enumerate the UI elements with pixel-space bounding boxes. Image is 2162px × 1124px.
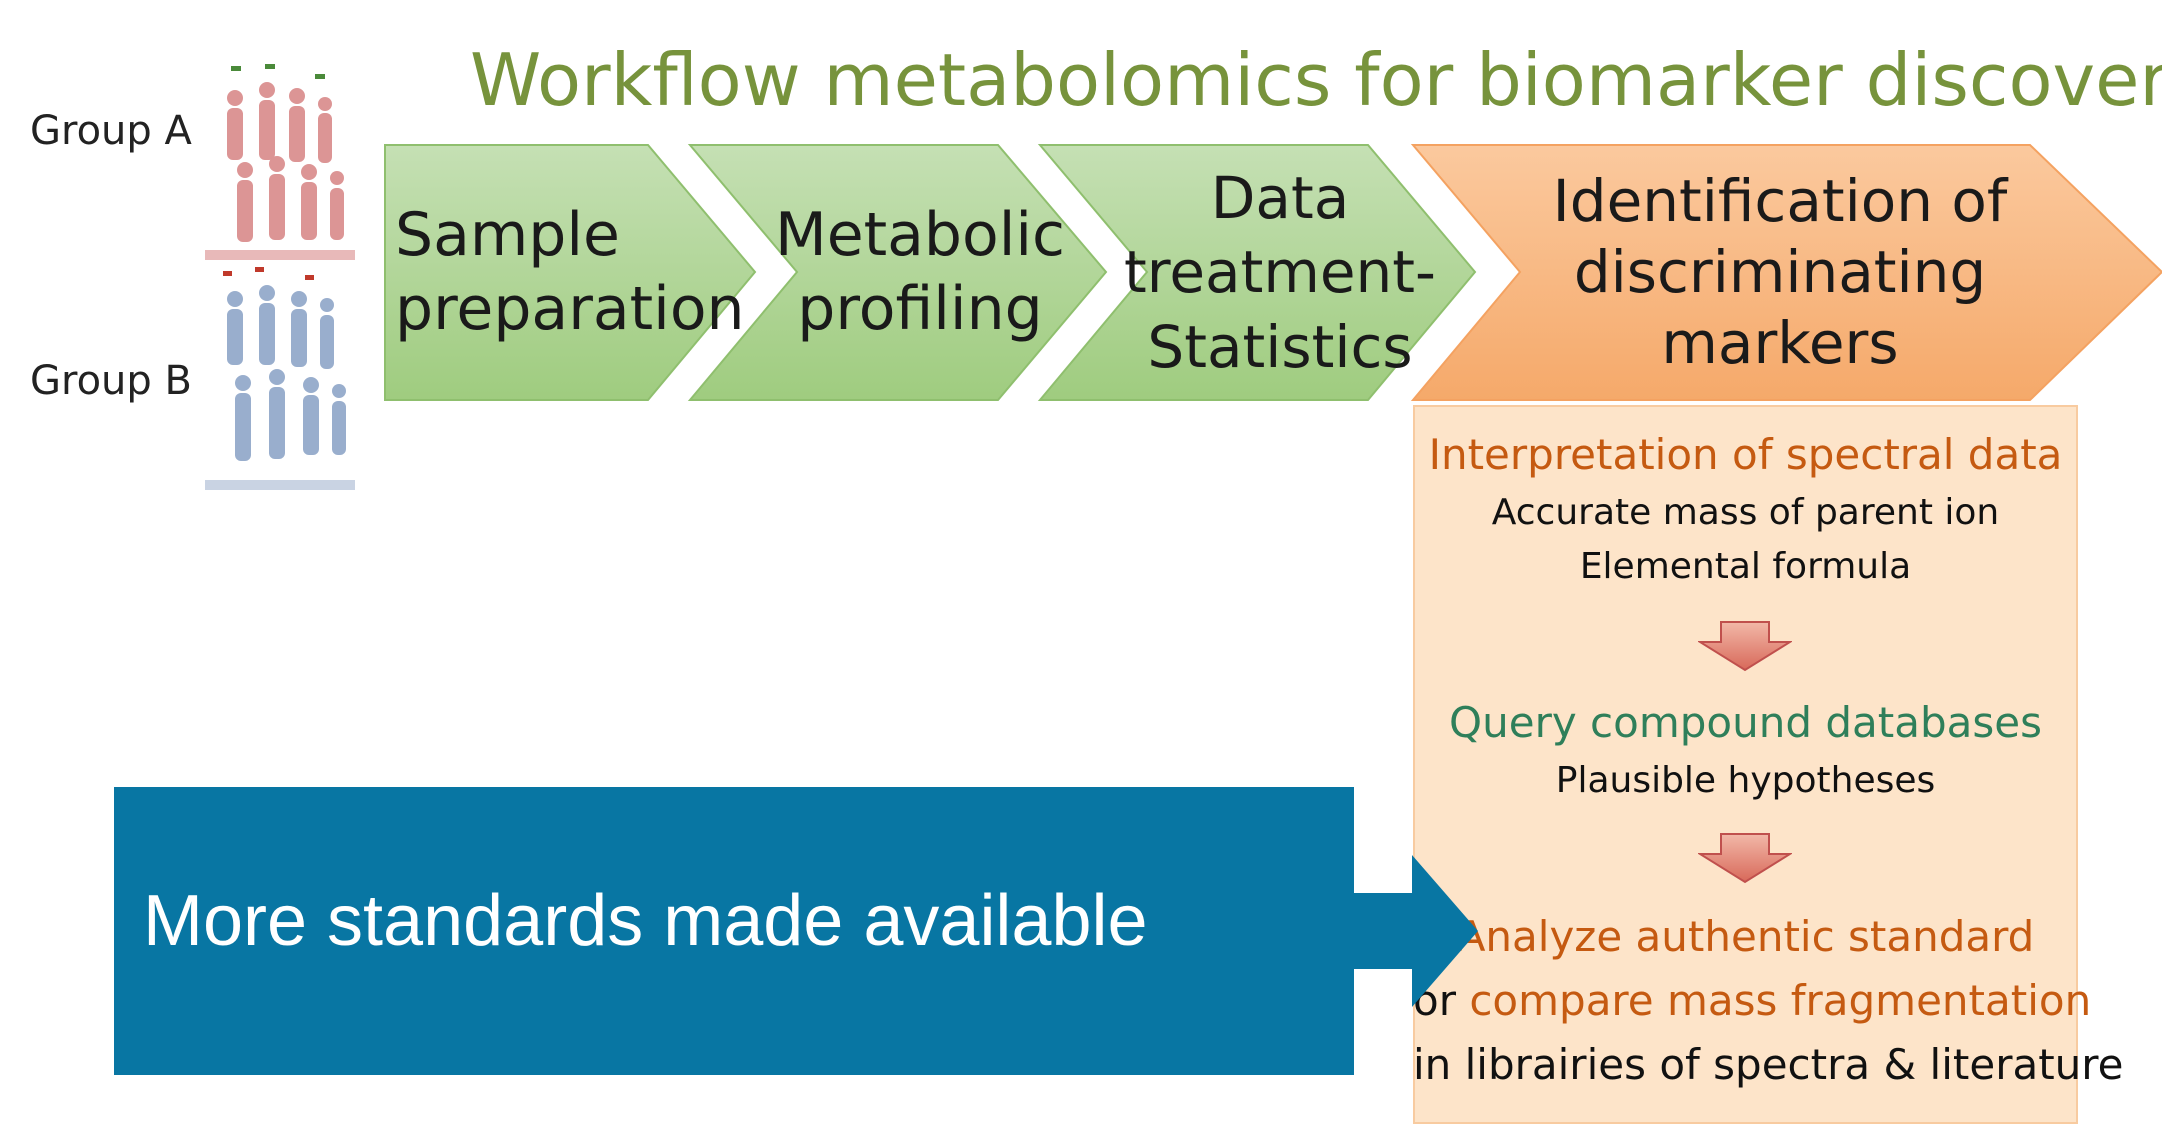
step-identification-of-markers: Identification of discriminating markers: [1490, 150, 2070, 395]
step-line: Data: [1210, 164, 1350, 233]
step-metabolic-profiling-shape: [687, 144, 1108, 401]
down-arrow-icon: [1698, 833, 1792, 884]
step-data-treatment-statistics: Data treatment- Statistics: [1124, 150, 1436, 395]
group-b-people-illustration: [205, 267, 355, 490]
step-line: treatment-: [1124, 238, 1436, 307]
callout-arrow-icon: [1350, 855, 1478, 1007]
group-a-label: Group A: [30, 108, 192, 154]
interpretation-line-1: Accurate mass of parent ion: [1491, 492, 2000, 533]
diagram-title: Workflow metabolomics for biomarker disc…: [470, 38, 2162, 122]
step-line: Statistics: [1147, 312, 1413, 381]
step-sample-preparation: Sample preparation: [395, 150, 745, 395]
step-data-treatment-shape: [1037, 144, 1477, 401]
down-arrow-icon: [1698, 621, 1792, 672]
query-line-1: Plausible hypotheses: [1555, 760, 1936, 801]
group-b-label: Group B: [30, 358, 192, 404]
query-title: Query compound databases: [1449, 698, 2042, 747]
standards-callout-box: [114, 787, 1354, 1075]
step-sample-preparation-shape: [384, 144, 757, 401]
step-metabolic-profiling: Metabolic profiling: [770, 150, 1070, 395]
step-line: preparation: [395, 273, 745, 344]
compare-mass-fragmentation: compare mass fragmentation: [1469, 976, 2092, 1025]
analyze-standard-title: Analyze authentic standard: [1456, 912, 2035, 961]
step-line: profiling: [797, 273, 1043, 344]
libraries-line: in librairies of spectra & literature: [1413, 1040, 2124, 1089]
step-identification-shape: [1410, 144, 2162, 401]
compare-line: or compare mass fragmentation: [1413, 976, 2091, 1025]
standards-callout-text: More standards made available: [143, 881, 1148, 961]
step-line: Metabolic: [774, 200, 1066, 271]
step-line: Identification of: [1552, 167, 2008, 236]
interpretation-title: Interpretation of spectral data: [1428, 430, 2063, 479]
interpretation-line-2: Elemental formula: [1579, 546, 1912, 587]
step-line: discriminating markers: [1573, 238, 1987, 377]
step-line: Sample: [395, 200, 620, 271]
identification-detail-panel: [1413, 405, 2078, 1124]
group-a-people-illustration: [205, 64, 355, 260]
